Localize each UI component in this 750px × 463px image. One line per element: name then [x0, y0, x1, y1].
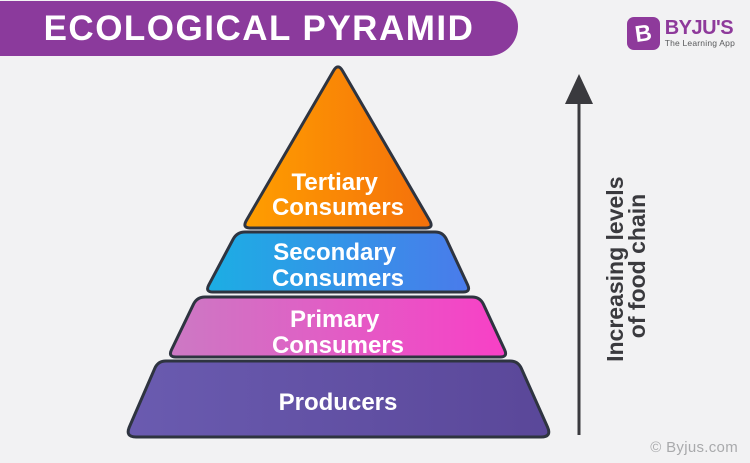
label-tertiary-consumers: Tertiary Consumers	[272, 169, 404, 221]
pyramid-level-primary-consumers	[168, 295, 508, 359]
label-producers: Producers	[279, 389, 398, 416]
label-primary-consumers: Primary Consumers	[272, 306, 404, 359]
byjus-wordmark: BYJU'S	[664, 17, 734, 39]
increase-arrow-label: Increasing levels of food chain	[602, 170, 650, 362]
pyramid-level-producers	[126, 359, 551, 439]
increase-arrow-head-icon	[565, 74, 593, 104]
byjus-logo-mark-icon: B	[626, 17, 660, 50]
label-secondary-consumers: Secondary Consumers	[272, 239, 404, 292]
copyright-text: © Byjus.com	[650, 439, 738, 456]
byjus-logo: B BYJU'S The Learning App	[626, 17, 735, 50]
title-banner: ECOLOGICAL PYRAMID	[0, 1, 518, 56]
pyramid-level-tertiary-consumers	[243, 65, 433, 230]
byjus-logo-text: BYJU'S The Learning App	[665, 17, 735, 48]
page-title: ECOLOGICAL PYRAMID	[43, 8, 475, 48]
pyramid-level-secondary-consumers	[206, 230, 471, 294]
byjus-tagline: The Learning App	[664, 38, 735, 48]
